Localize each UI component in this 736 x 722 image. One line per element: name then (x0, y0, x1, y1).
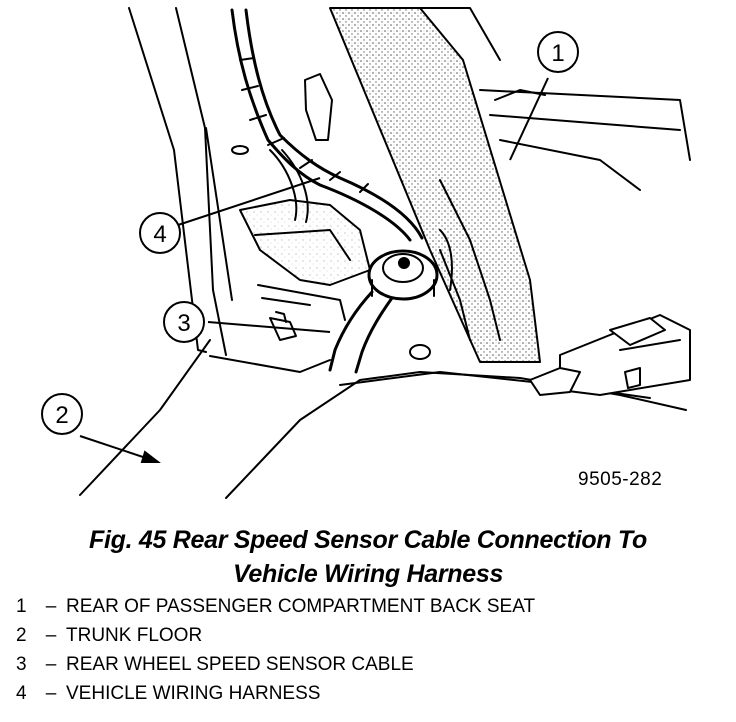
arrow-head-2 (140, 450, 161, 463)
callout-2-circle (41, 393, 83, 435)
legend-text: REAR OF PASSENGER COMPARTMENT BACK SEAT (66, 596, 536, 617)
legend-number: 2 (16, 625, 27, 646)
figure-caption-line-2: Vehicle Wiring Harness (232, 560, 504, 588)
legend-number: 1 (16, 596, 27, 617)
speed-sensor-cable (328, 290, 374, 372)
leader-line-3 (207, 321, 331, 333)
callout-3-number: 3 (177, 310, 190, 337)
legend-dash: – (45, 596, 57, 617)
leader-line-4 (177, 177, 321, 226)
figure-code: 9505-282 (578, 469, 663, 490)
callout-1-number: 1 (551, 40, 564, 67)
legend-item: 1–REAR OF PASSENGER COMPARTMENT BACK SEA… (16, 592, 535, 621)
legend-item: 2–TRUNK FLOOR (16, 621, 535, 650)
callout-4-circle (139, 212, 181, 254)
figure-caption-line-1: Fig. 45 Rear Speed Sensor Cable Connecti… (89, 526, 647, 554)
callout-2-number: 2 (55, 402, 68, 429)
legend-dash: – (45, 625, 57, 646)
body-panel-edge (128, 7, 207, 353)
legend-number: 3 (16, 654, 27, 675)
legend-dash: – (45, 683, 57, 704)
trunk-floor-edge (79, 339, 211, 496)
leader-line-1 (509, 77, 549, 161)
callout-legend: 1–REAR OF PASSENGER COMPARTMENT BACK SEA… (16, 592, 535, 708)
callout-3-circle (163, 301, 205, 343)
wiring-harness (230, 8, 412, 242)
legend-dash: – (45, 654, 57, 675)
legend-text: TRUNK FLOOR (66, 625, 203, 646)
legend-item: 3–REAR WHEEL SPEED SENSOR CABLE (16, 650, 535, 679)
legend-item: 4–VEHICLE WIRING HARNESS (16, 679, 535, 708)
callout-1-circle (537, 31, 579, 73)
legend-text: VEHICLE WIRING HARNESS (66, 683, 321, 704)
back-seat-panel (329, 7, 541, 363)
legend-number: 4 (16, 683, 27, 704)
callout-4-number: 4 (153, 221, 166, 248)
legend-text: REAR WHEEL SPEED SENSOR CABLE (66, 654, 414, 675)
wiring-illustration: 1 4 3 2 (41, 7, 691, 499)
